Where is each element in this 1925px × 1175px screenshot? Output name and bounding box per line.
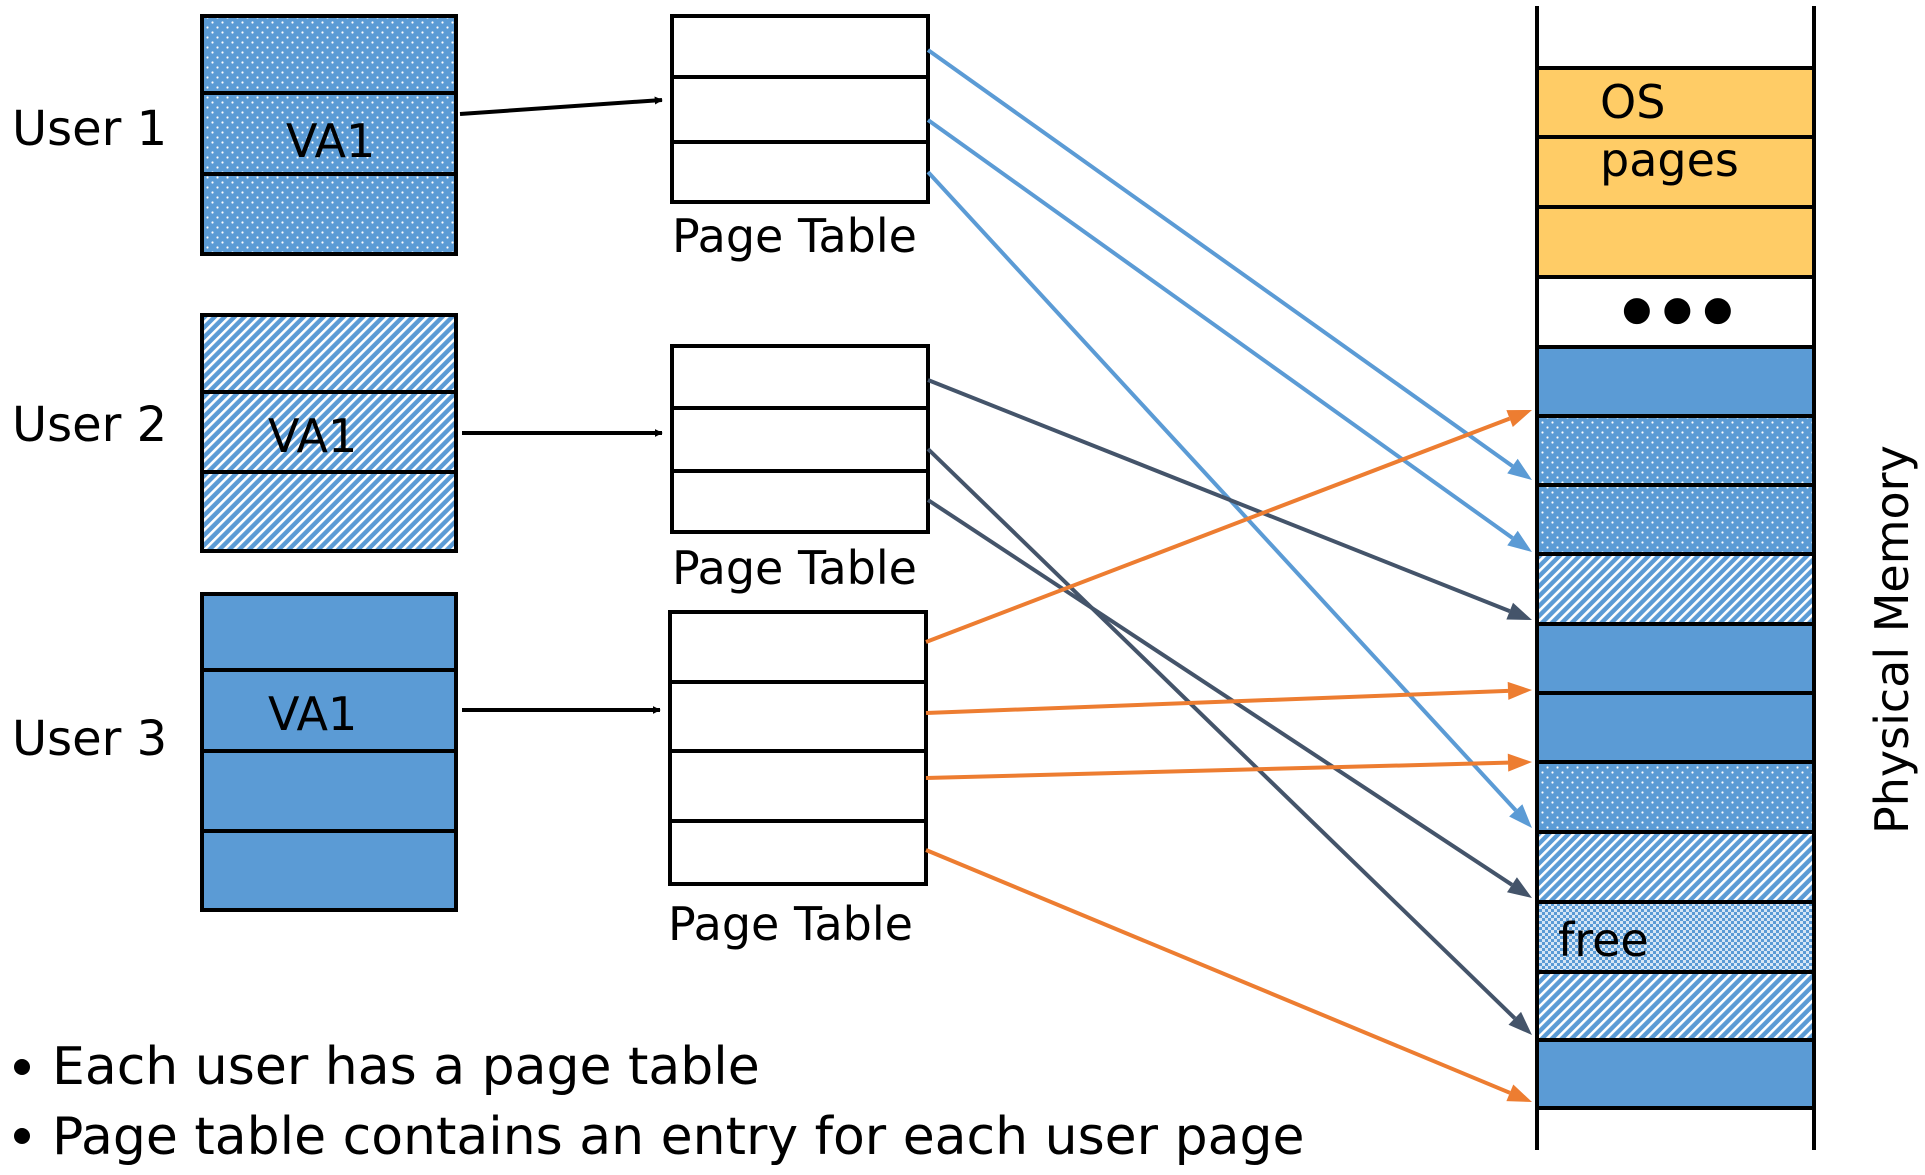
user-1-va-label: VA1 — [286, 114, 375, 168]
memory-frame-10 — [1535, 970, 1816, 1042]
user-2-mapping-arrow-3 — [926, 498, 1532, 898]
user-2-va-label: VA1 — [268, 409, 357, 463]
bullet-2: Page table contains an entry for each us… — [52, 1107, 1304, 1167]
os-pages-label-line2: pages — [1600, 133, 1739, 187]
user-3-mapping-arrow-2 — [925, 681, 1532, 715]
memory-frame-5 — [1535, 622, 1816, 695]
memory-frame-2 — [1535, 414, 1816, 487]
os-pages-label-line1: OS — [1600, 75, 1665, 129]
memory-frame-1 — [1535, 345, 1816, 418]
user-3-page-table-label: Page Table — [668, 897, 913, 951]
user-1-mapping-arrow-3 — [926, 170, 1532, 828]
user-3-va-label: VA1 — [268, 687, 357, 741]
memory-frame-8 — [1535, 830, 1816, 904]
memory-ellipsis: ● ● ● — [1622, 289, 1733, 329]
memory-frame-gap — [1535, 275, 1816, 349]
memory-frame-os-1 — [1535, 66, 1816, 139]
physical-memory-label: Physical Memory — [1865, 445, 1919, 834]
user-2-virtual-memory — [200, 313, 458, 553]
memory-frame-os-2 — [1535, 135, 1816, 209]
user-2-page-table — [670, 344, 930, 534]
user-2-page-table-label: Page Table — [672, 541, 917, 595]
user-2-mapping-arrow-2 — [926, 447, 1532, 1035]
user-1-mapping-arrow-1 — [926, 48, 1532, 480]
memory-frame-11 — [1535, 1038, 1816, 1110]
bullet-dot-2 — [14, 1128, 30, 1144]
mapping-arrows — [925, 48, 1532, 1102]
user-1-to-page-table-arrow — [459, 96, 663, 116]
bullet-list: Each user has a page table Page table co… — [14, 1037, 1304, 1167]
memory-frame-4 — [1535, 552, 1816, 626]
memory-frame-7 — [1535, 760, 1816, 834]
memory-frame-free — [1535, 900, 1816, 974]
user-3-mapping-arrow-1 — [925, 410, 1532, 644]
user-3-page-table — [668, 610, 928, 886]
memory-frame-3 — [1535, 483, 1816, 556]
bullet-1: Each user has a page table — [52, 1037, 760, 1097]
user-3-mapping-arrow-3 — [925, 753, 1532, 780]
memory-frame-6 — [1535, 691, 1816, 764]
user-2-mapping-arrow-1 — [927, 378, 1532, 620]
user-2-group: User 2 VA1 Page Table — [12, 313, 930, 595]
memory-frame-os-3 — [1535, 205, 1816, 279]
user-2-label: User 2 — [12, 397, 167, 453]
user-1-label: User 1 — [12, 101, 167, 157]
user-3-label: User 3 — [12, 711, 167, 767]
user-1-page-table-label: Page Table — [672, 209, 917, 263]
user-3-group: User 3 VA1 Page Table — [12, 592, 928, 951]
user-1-group: User 1 VA1 Page Table — [12, 14, 930, 263]
bullet-dot-1 — [14, 1059, 30, 1075]
user-1-mapping-arrow-2 — [926, 118, 1532, 552]
free-frame-label: free — [1558, 913, 1649, 967]
user-1-page-table — [670, 14, 930, 204]
user-3-virtual-memory — [200, 592, 458, 912]
user-3-mapping-arrow-4 — [925, 848, 1532, 1102]
user-1-virtual-memory — [200, 14, 458, 256]
physical-memory: OS pages ● ● ● free Physical Memory — [1535, 6, 1919, 1150]
